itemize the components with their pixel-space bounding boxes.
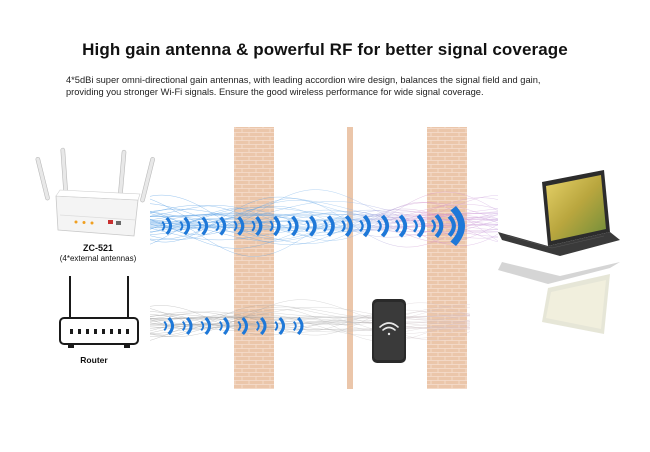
signal-arc	[278, 317, 286, 335]
description-line-2: providing you stronger Wi-Fi signals. En…	[66, 87, 484, 97]
router-label: Router	[80, 355, 108, 365]
laptop	[498, 170, 620, 334]
zc521-router	[35, 147, 155, 237]
signal-arc-inner	[341, 219, 346, 233]
signal-arc	[362, 214, 372, 238]
wall-left	[234, 127, 274, 389]
signal-waves-bottom	[149, 299, 471, 342]
signal-arc-inner	[293, 321, 297, 331]
antenna-note: (4*external antennas)	[59, 254, 137, 263]
model-label: ZC-521	[82, 243, 113, 253]
signal-arc	[416, 214, 426, 238]
signal-arc-inner	[269, 220, 274, 232]
signal-arc	[309, 215, 317, 237]
signal-arc-inner	[215, 220, 220, 232]
wave-line	[149, 208, 499, 222]
wave-line	[150, 310, 471, 326]
wave-line	[149, 305, 470, 336]
router-port	[118, 329, 121, 334]
smartphone	[372, 299, 406, 363]
signal-arc	[344, 215, 353, 237]
signal-arc	[222, 317, 230, 335]
wall-right	[427, 127, 467, 389]
signal-arc	[255, 216, 263, 236]
signal-arc-inner	[233, 220, 238, 232]
signal-arc	[296, 317, 304, 335]
signal-arc	[326, 215, 335, 237]
wave-line	[149, 309, 471, 333]
wifi-signal-arcs-top	[161, 206, 465, 246]
signal-arc	[201, 216, 209, 236]
wifi-signal-arcs-bottom	[163, 317, 304, 335]
signal-arc-inner	[274, 321, 279, 331]
wave-line	[149, 314, 471, 328]
signal-arc-inner	[359, 219, 364, 233]
signal-arc-inner	[237, 321, 242, 331]
signal-arc	[259, 317, 267, 335]
wave-line	[149, 194, 499, 240]
router-port	[86, 329, 89, 334]
brick-walls	[234, 127, 467, 389]
signal-arc	[273, 215, 281, 237]
signal-arc-inner	[256, 321, 260, 331]
signal-arc	[183, 216, 191, 236]
wave-line	[149, 208, 499, 229]
signal-arc-inner	[377, 219, 382, 233]
signal-arc-inner	[447, 215, 456, 237]
signal-arc-inner	[305, 220, 310, 232]
signal-arc-inner	[179, 220, 184, 232]
signal-arc	[450, 206, 465, 246]
signal-arc-inner	[219, 321, 223, 331]
signal-arc-inner	[431, 219, 436, 233]
signal-arc-inner	[395, 219, 400, 233]
signal-arc	[204, 317, 212, 335]
signal-arc	[380, 214, 390, 238]
router-port	[102, 329, 105, 334]
wall-middle	[347, 127, 353, 389]
signal-arc-inner	[413, 219, 418, 233]
description-line-1: 4*5dBi super omni-directional gain anten…	[66, 75, 541, 85]
signal-arc	[237, 216, 245, 236]
phone-wifi-icon	[379, 322, 399, 336]
signal-arc-inner	[251, 220, 256, 232]
router-icon	[59, 276, 139, 348]
wave-line	[149, 311, 470, 330]
signal-arc	[398, 214, 408, 238]
signal-arc	[165, 217, 173, 235]
signal-arc-inner	[323, 220, 328, 232]
signal-arc-inner	[182, 321, 186, 331]
router-port	[94, 329, 97, 334]
signal-arc	[434, 214, 444, 238]
headline: High gain antenna & powerful RF for bett…	[82, 40, 568, 59]
wave-line	[149, 198, 499, 248]
signal-arc-inner	[287, 220, 292, 232]
signal-arc-inner	[163, 321, 168, 331]
router-port	[110, 329, 113, 334]
signal-arc-inner	[197, 220, 202, 232]
router-port	[126, 329, 129, 334]
signal-arc-inner	[161, 221, 166, 231]
router-port	[78, 329, 81, 334]
wave-line	[149, 309, 471, 342]
signal-arc	[241, 317, 249, 335]
wave-line	[149, 202, 499, 237]
wave-line	[149, 316, 470, 341]
signal-arc	[219, 216, 227, 236]
signal-arc	[291, 215, 299, 237]
router-port	[70, 329, 73, 334]
description: 4*5dBi super omni-directional gain anten…	[66, 74, 596, 98]
signal-arc	[185, 317, 193, 335]
signal-arc-inner	[200, 321, 205, 331]
signal-arc	[167, 317, 175, 335]
